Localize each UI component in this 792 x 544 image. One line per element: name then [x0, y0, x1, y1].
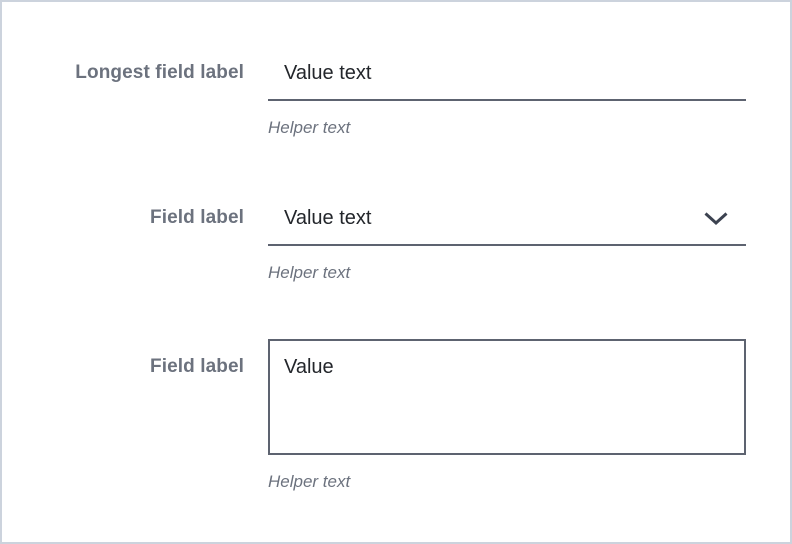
- field-row-textarea: Field label Value Helper text: [2, 339, 790, 493]
- select-field[interactable]: Value text: [268, 205, 746, 246]
- field-row-text: Longest field label Helper text: [2, 60, 790, 139]
- field-row-select: Field label Value text Helper text: [2, 205, 790, 284]
- text-field-helper-text: Helper text: [268, 118, 351, 137]
- chevron-down-icon: [703, 211, 729, 226]
- select-field-control-col: Value text Helper text: [268, 205, 746, 284]
- text-input[interactable]: [268, 60, 746, 101]
- select-field-value: Value text: [284, 207, 372, 229]
- select-field-label: Field label: [149, 207, 244, 228]
- text-field-control-col: Helper text: [268, 60, 746, 139]
- select-field-helper-text: Helper text: [268, 263, 351, 282]
- textarea-field-control-col: Value Helper text: [268, 339, 746, 493]
- textarea-field-label: Field label: [149, 356, 244, 377]
- textarea-input[interactable]: Value: [268, 339, 746, 455]
- textarea-field-helper-text: Helper text: [268, 472, 351, 491]
- text-field-label: Longest field label: [75, 62, 244, 83]
